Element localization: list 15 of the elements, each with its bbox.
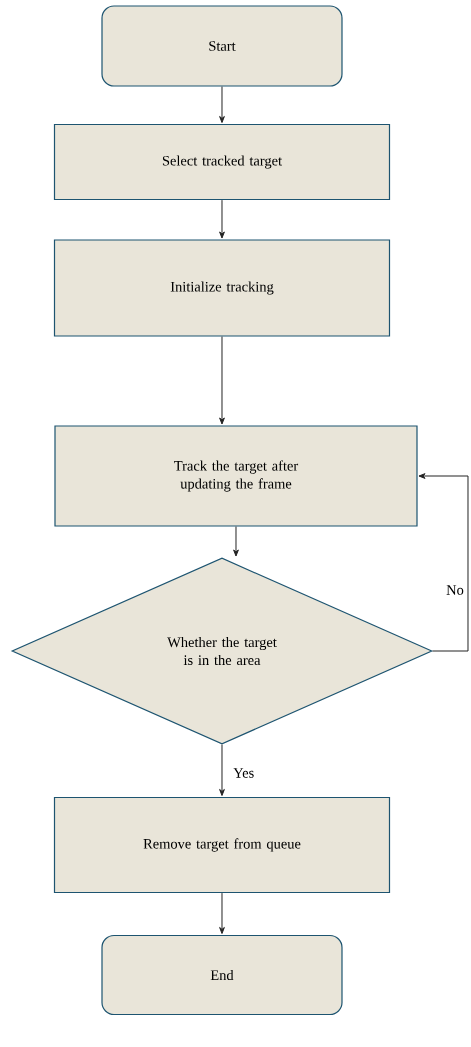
- arrow: [233, 526, 239, 557]
- arrow: [219, 86, 225, 124]
- arrow: [219, 744, 225, 797]
- arrow: [219, 336, 225, 425]
- arrow: [219, 199, 225, 239]
- edge-label: No: [445, 584, 465, 596]
- terminal-box: End: [101, 934, 343, 1016]
- arrow: [418, 473, 469, 652]
- arrow: [219, 892, 225, 934]
- process-box: Select tracked target: [53, 123, 391, 201]
- process-box: Remove target from queue: [53, 796, 391, 894]
- edge-label: Yes: [232, 767, 256, 779]
- process-box: Initialize tracking: [53, 239, 391, 337]
- process-box: Track the target after updating the frame: [54, 425, 418, 527]
- terminal-box: Start: [101, 5, 343, 87]
